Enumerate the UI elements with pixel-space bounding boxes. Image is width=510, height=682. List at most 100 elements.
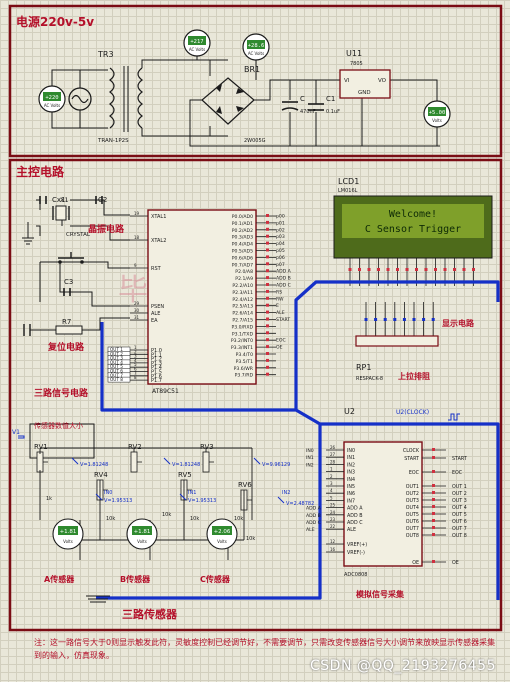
- adc-pin-number: 26: [330, 445, 336, 450]
- mcu-net-label: RW: [276, 296, 284, 302]
- mcu-pin-label: P2.6/A14: [232, 311, 253, 317]
- mcu-pin-label: P3.2/INT0: [231, 338, 253, 344]
- adc-pin-label: OUT8: [406, 533, 419, 539]
- mcu-pin-number: 6: [134, 367, 137, 372]
- adc-pin-label: OUT2: [406, 491, 419, 497]
- crystal-label: CRYSTAL: [66, 232, 91, 238]
- adc-net-label: IN2: [306, 462, 314, 468]
- pin-marker: [434, 268, 437, 271]
- pin-marker: [432, 533, 435, 536]
- input-label: IN2: [282, 490, 290, 496]
- mcu-pin-label: P2.7/A15: [232, 318, 253, 324]
- mcu-pin-label: P2.4/A12: [232, 297, 253, 303]
- port-label: OUT 8: [110, 377, 123, 382]
- capacitor-c3: [63, 288, 71, 296]
- mcu-pin-label: P1.3: [151, 361, 162, 367]
- mcu-net-label: p07: [276, 262, 285, 268]
- pin-marker: [432, 448, 435, 451]
- adc-net-label: ADD A: [306, 506, 322, 512]
- adc-pin-label: OUT5: [406, 512, 419, 518]
- mcu-pin-label: P0.0/AD0: [232, 214, 253, 220]
- pin-marker: [412, 318, 416, 321]
- meter-display: [58, 526, 78, 535]
- bridge-ref: BR1: [244, 65, 260, 74]
- pin-marker: [364, 318, 368, 321]
- adc-pin-number: 23: [330, 517, 336, 522]
- mcu-pin-label: P1.0: [151, 348, 162, 354]
- adc-net-label: ADD C: [306, 520, 321, 526]
- adc-pin-label: OUT7: [406, 526, 419, 532]
- adc-pin-label: VREF(+): [347, 542, 367, 548]
- pin-marker: [432, 491, 435, 494]
- voltmeter-mains: +220 AC Volts: [38, 85, 66, 113]
- capacitor-c1: [308, 103, 324, 111]
- mcu-pin-number: 29: [134, 301, 140, 306]
- adc-net-label: OUT 7: [452, 526, 467, 532]
- adc-net-label: OUT 2: [452, 491, 467, 497]
- sensor-a-label: A传感器: [44, 574, 75, 584]
- bridge-rectifier: [201, 77, 255, 125]
- meter-reading: +1.81: [134, 529, 151, 535]
- input-label: IN0: [104, 490, 112, 496]
- respack-ref: RP1: [356, 363, 371, 372]
- mcu-pin-label: P3.5/T1: [236, 359, 253, 365]
- mcu-pin-label: RST: [151, 266, 162, 272]
- mcu-net-label: ADD A: [276, 269, 292, 275]
- pin-marker: [432, 519, 435, 522]
- adc-pin-number: 25: [330, 503, 336, 508]
- pin-marker: [432, 560, 435, 563]
- mcu-pin-number: 7: [134, 371, 137, 376]
- adc-net-label: OUT 8: [452, 533, 467, 539]
- probe-arrow-icon: [95, 493, 103, 501]
- meter-unit: AC Volts: [189, 47, 205, 52]
- adc-pin-number: 22: [330, 524, 336, 529]
- capacitor-cx1: [39, 196, 47, 204]
- adc-pin-label: IN4: [347, 477, 355, 483]
- pin-marker: [266, 324, 269, 328]
- adc-ref: U2: [344, 407, 355, 416]
- mcu-pin-label: P3.0/RXD: [232, 324, 254, 330]
- potentiometer-ref: RV1: [34, 443, 48, 451]
- mcu-pin-label: P1.6: [151, 374, 162, 380]
- potentiometer-ref: RV4: [94, 471, 108, 479]
- meter-reading: +1.81: [60, 529, 77, 535]
- port-label: OUT 5: [110, 364, 123, 369]
- lcd-line-1: Welcome!: [389, 209, 437, 220]
- adc-net-label: OE: [452, 560, 459, 566]
- pin-marker: [405, 268, 409, 271]
- port-label: OUT 1: [110, 347, 123, 352]
- mcu-net-label: EOC: [276, 338, 286, 344]
- adc-section-title: 模拟信号采集: [356, 589, 405, 599]
- lcd-screen: [342, 204, 484, 238]
- probe-arrow-icon: [253, 457, 261, 465]
- resistor-r7: [55, 325, 83, 335]
- pin-marker: [432, 505, 435, 508]
- mcu-pin-number: 18: [134, 235, 140, 240]
- sensor-c-label: C传感器: [200, 574, 231, 584]
- mcu-pin-label: EA: [151, 318, 158, 324]
- adc-pin-label: ALE: [347, 527, 356, 533]
- adc-pin-number: 24: [330, 510, 336, 515]
- adc-pin-label: IN0: [347, 448, 355, 454]
- probe-arrow-icon: [71, 457, 79, 465]
- mcu-pin-number: 4: [134, 358, 137, 363]
- pin-marker: [266, 276, 269, 280]
- adc-pin-label: OUT4: [406, 505, 419, 511]
- mcu-pin-label: P0.1/AD1: [232, 221, 253, 227]
- sensor-b-label: B传感器: [120, 574, 151, 584]
- mcu-left-pins: XTAL119XTAL218RST9PSEN29ALE30EA31P1.01P1…: [130, 211, 166, 384]
- mcu-part: AT89C51: [152, 388, 179, 395]
- adc-chip: [343, 441, 423, 567]
- adc-pin-label: OUT3: [406, 498, 419, 504]
- regulator-pin-gnd: GND: [358, 90, 371, 96]
- probe-reading: V=1.81248: [172, 462, 200, 468]
- pin-marker: [266, 289, 269, 293]
- pin-marker: [367, 268, 371, 271]
- transformer-part: TRAN-1P2S: [97, 138, 129, 144]
- pin-marker: [424, 268, 428, 271]
- pin-marker: [453, 268, 456, 271]
- resistor-value: 10k: [234, 516, 243, 522]
